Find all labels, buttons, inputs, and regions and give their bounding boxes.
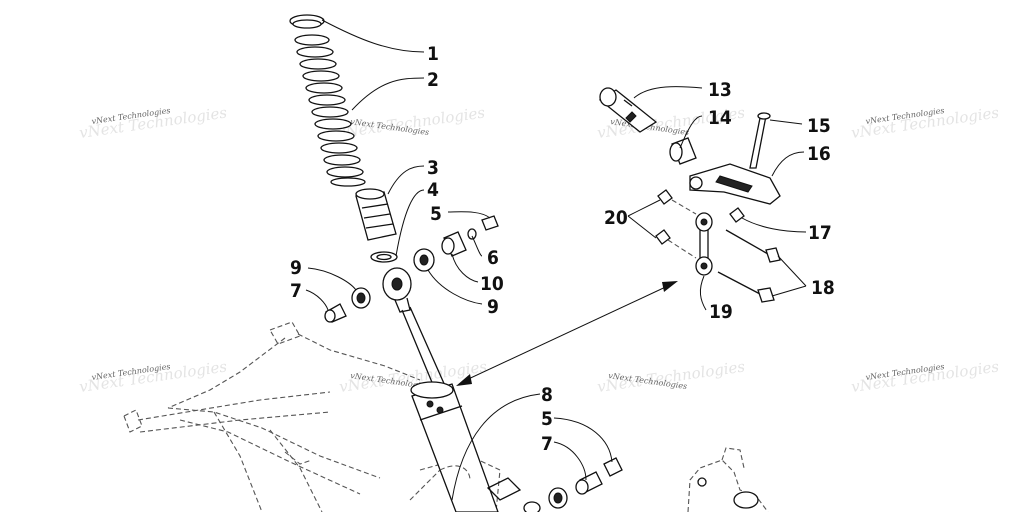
watermark-group: vNext Technologies vNext Technologies vN… [78, 103, 1000, 396]
callout-2: 2 [427, 69, 439, 91]
callout-4: 4 [427, 179, 439, 201]
callout-8: 8 [541, 384, 553, 406]
washer-small-part [467, 228, 477, 240]
arm-nut-part [729, 207, 745, 223]
a-arm-frame [123, 321, 501, 512]
callout-20: 20 [604, 207, 628, 229]
callout-1: 1 [427, 43, 439, 65]
shock-absorber [289, 14, 499, 512]
callout-9-left: 9 [290, 257, 302, 279]
callout-19: 19 [709, 301, 733, 323]
lower-hardware [439, 457, 623, 512]
callout-17: 17 [808, 222, 832, 244]
shock-upper-eye [382, 267, 412, 313]
spindle-knuckle [687, 447, 769, 512]
callout-3: 3 [427, 157, 439, 179]
callout-13: 13 [708, 79, 732, 101]
callout-9-right: 9 [487, 296, 499, 318]
callout-labels: 1 2 3 4 5 6 10 9 9 7 13 14 15 16 17 18 1… [290, 43, 835, 455]
callout-10: 10 [480, 273, 504, 295]
callout-6: 6 [487, 247, 499, 269]
link-bolt-upper-part [725, 229, 781, 263]
callout-7-upper: 7 [290, 280, 302, 302]
callout-5-lower: 5 [541, 408, 553, 430]
callout-15: 15 [807, 115, 831, 137]
leader-lines [305, 19, 807, 501]
callout-5-upper: 5 [430, 203, 442, 225]
callout-7-lower: 7 [541, 433, 553, 455]
callout-18: 18 [811, 277, 835, 299]
nut-top-part [481, 215, 499, 231]
link-bolt-lower-part [717, 271, 775, 303]
link-nut-lower-part [655, 229, 671, 245]
link-bolt-part [749, 115, 767, 169]
link-nut-upper-part [657, 189, 673, 205]
link-rod-part [695, 212, 713, 276]
sway-bar-linkage [598, 87, 781, 303]
assembly-arrow [456, 281, 678, 386]
callout-16: 16 [807, 143, 831, 165]
shock-body-part [410, 381, 499, 512]
callout-14: 14 [708, 107, 732, 129]
bump-stop-part [355, 188, 397, 241]
coil-spring-part [294, 34, 366, 187]
